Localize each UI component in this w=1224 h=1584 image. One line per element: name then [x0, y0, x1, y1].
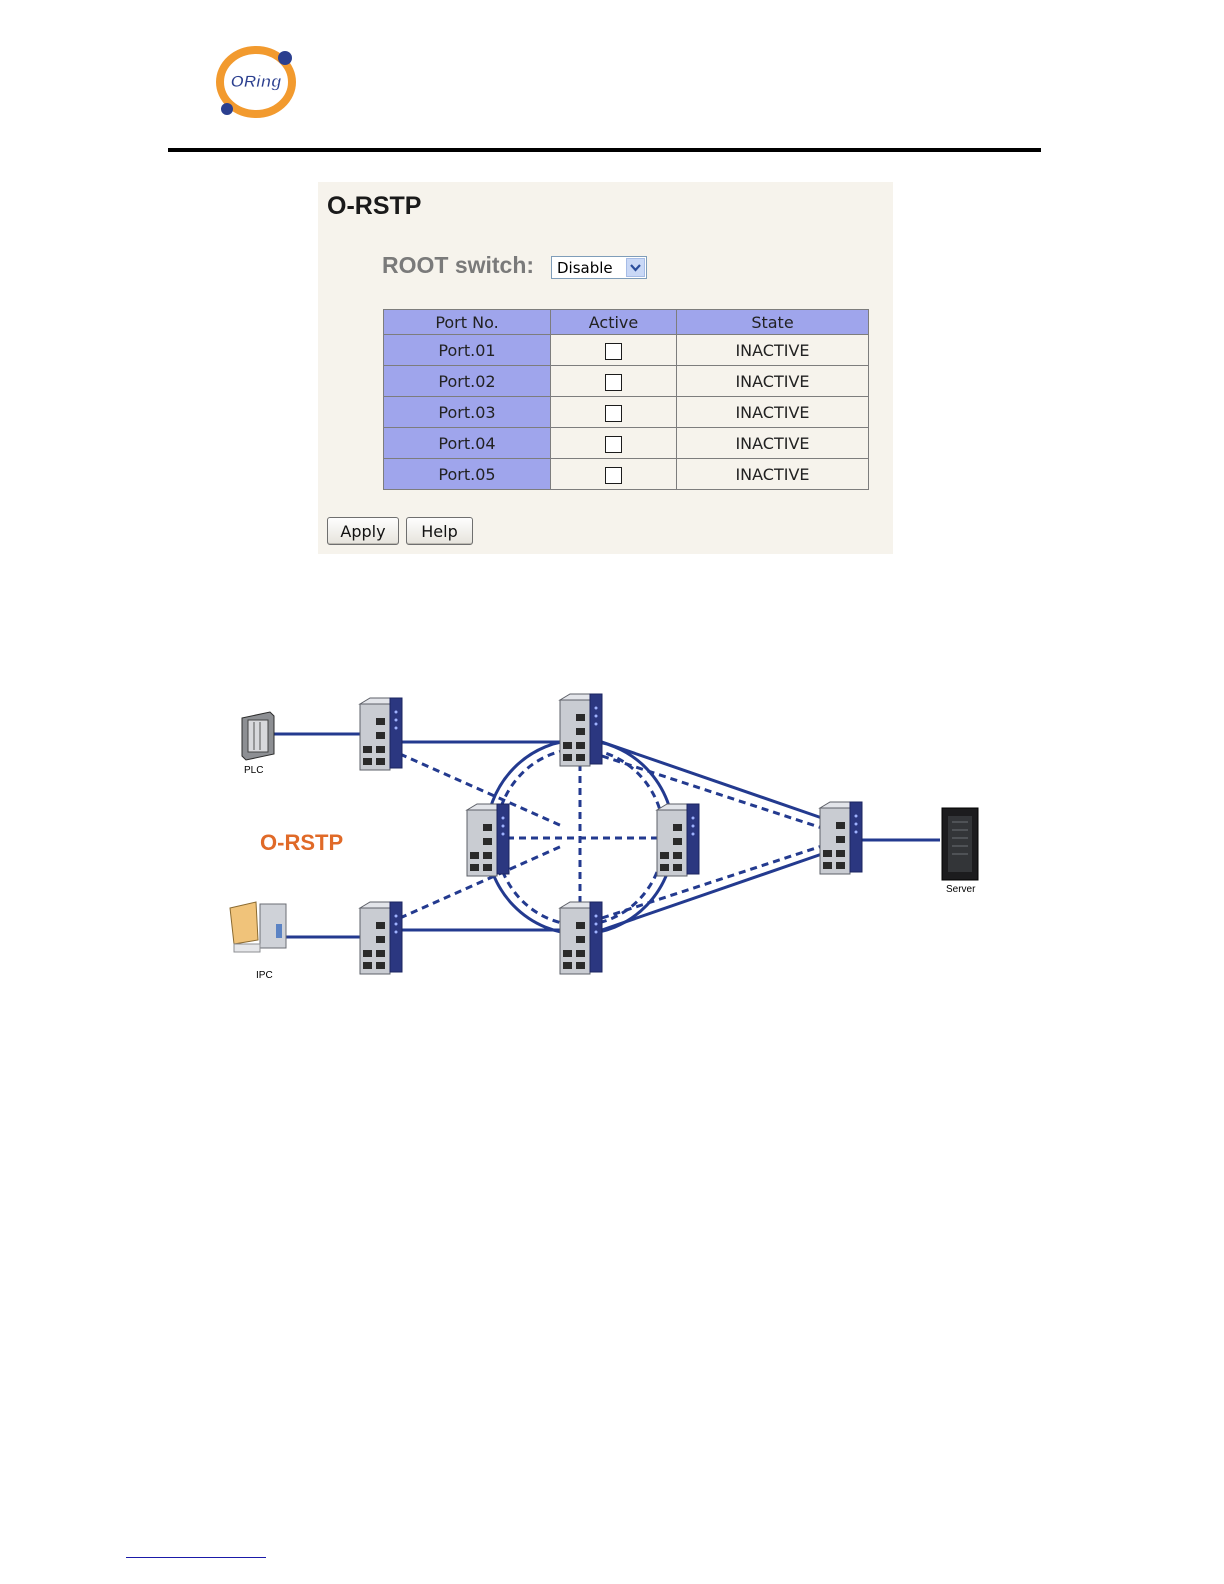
- dropdown-arrow-icon[interactable]: [626, 258, 645, 277]
- port-name: Port.01: [384, 335, 551, 366]
- oring-logo-icon: ORing: [212, 42, 304, 124]
- active-cell: [551, 366, 677, 397]
- switch-icon: [360, 902, 402, 974]
- orstp-network-diagram: O-RSTP PLC IPC Server: [212, 672, 1032, 1002]
- root-switch-label: ROOT switch:: [382, 252, 534, 279]
- switch-icon: [467, 804, 509, 876]
- active-checkbox[interactable]: [605, 467, 622, 484]
- server-icon: [942, 808, 978, 880]
- switch-icon: [360, 698, 402, 770]
- column-header-port: Port No.: [384, 310, 551, 335]
- page-title: O-RSTP: [327, 192, 421, 221]
- active-checkbox[interactable]: [605, 405, 622, 422]
- header-rule: [168, 148, 1041, 152]
- port-name: Port.04: [384, 428, 551, 459]
- active-checkbox[interactable]: [605, 343, 622, 360]
- diagram-title: O-RSTP: [260, 830, 343, 856]
- active-cell: [551, 397, 677, 428]
- table-row: Port.05 INACTIVE: [384, 459, 869, 490]
- table-row: Port.01 INACTIVE: [384, 335, 869, 366]
- table-row: Port.04 INACTIVE: [384, 428, 869, 459]
- orstp-settings-panel: O-RSTP ROOT switch: Disable Port No. Act…: [318, 182, 893, 554]
- table-row: Port.03 INACTIVE: [384, 397, 869, 428]
- svg-text:ORing: ORing: [231, 72, 283, 91]
- root-switch-select[interactable]: Disable: [551, 256, 647, 279]
- port-table: Port No. Active State Port.01 INACTIVE P…: [383, 309, 869, 490]
- port-state: INACTIVE: [677, 335, 869, 366]
- port-state: INACTIVE: [677, 397, 869, 428]
- port-name: Port.03: [384, 397, 551, 428]
- apply-button[interactable]: Apply: [327, 517, 399, 545]
- server-label: Server: [946, 884, 975, 895]
- switch-icon: [560, 694, 602, 766]
- ipc-label: IPC: [256, 970, 273, 981]
- active-checkbox[interactable]: [605, 374, 622, 391]
- port-state: INACTIVE: [677, 428, 869, 459]
- active-cell: [551, 428, 677, 459]
- port-name: Port.02: [384, 366, 551, 397]
- active-checkbox[interactable]: [605, 436, 622, 453]
- help-button[interactable]: Help: [406, 517, 473, 545]
- port-name: Port.05: [384, 459, 551, 490]
- root-switch-value: Disable: [557, 259, 613, 277]
- switch-icon: [560, 902, 602, 974]
- table-row: Port.02 INACTIVE: [384, 366, 869, 397]
- plc-icon: [242, 712, 274, 760]
- ipc-icon: [230, 902, 286, 952]
- port-state: INACTIVE: [677, 459, 869, 490]
- port-state: INACTIVE: [677, 366, 869, 397]
- footer-link-underline[interactable]: [126, 1557, 266, 1558]
- active-cell: [551, 459, 677, 490]
- column-header-state: State: [677, 310, 869, 335]
- active-cell: [551, 335, 677, 366]
- column-header-active: Active: [551, 310, 677, 335]
- plc-label: PLC: [244, 765, 263, 776]
- switch-icon: [820, 802, 862, 874]
- table-header-row: Port No. Active State: [384, 310, 869, 335]
- switch-icon: [657, 804, 699, 876]
